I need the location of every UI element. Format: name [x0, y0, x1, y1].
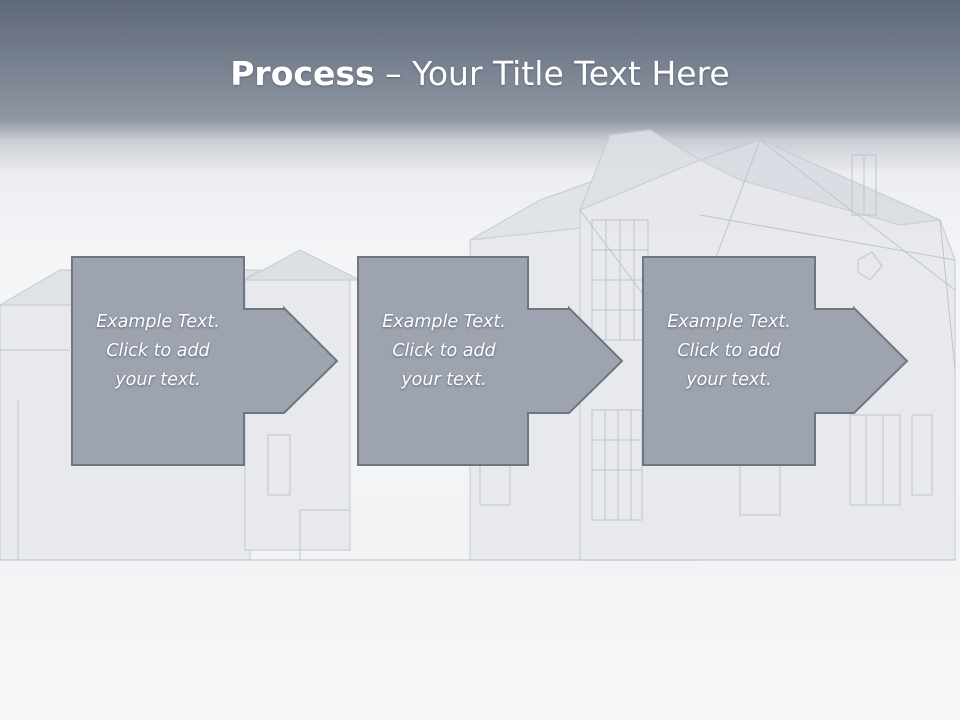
arrow-box-shape	[642, 256, 909, 466]
step-label: Example Text. Click to add your text.	[75, 308, 241, 395]
step-label-line-1: Example Text.	[96, 312, 220, 332]
process-step-3[interactable]: Example Text. Click to add your text.	[642, 256, 914, 468]
step-label-line-2: Click to add	[392, 341, 496, 361]
step-label-line-1: Example Text.	[667, 312, 791, 332]
slide-title[interactable]: Process – Your Title Text Here	[0, 52, 960, 96]
step-label-line-1: Example Text.	[382, 312, 506, 332]
step-label-line-2: Click to add	[677, 341, 781, 361]
process-step-2[interactable]: Example Text. Click to add your text.	[357, 256, 629, 468]
step-label-line-3: your text.	[686, 370, 772, 390]
title-bold-text: Process	[230, 54, 375, 93]
arrow-box-shape	[357, 256, 624, 466]
step-label-line-3: your text.	[115, 370, 201, 390]
step-label: Example Text. Click to add your text.	[646, 308, 812, 395]
process-step-1[interactable]: Example Text. Click to add your text.	[71, 256, 343, 468]
title-rest-text: – Your Title Text Here	[374, 54, 730, 93]
step-label-line-2: Click to add	[106, 341, 210, 361]
arrow-box-shape	[71, 256, 339, 466]
step-label: Example Text. Click to add your text.	[361, 308, 527, 395]
step-label-line-3: your text.	[401, 370, 487, 390]
